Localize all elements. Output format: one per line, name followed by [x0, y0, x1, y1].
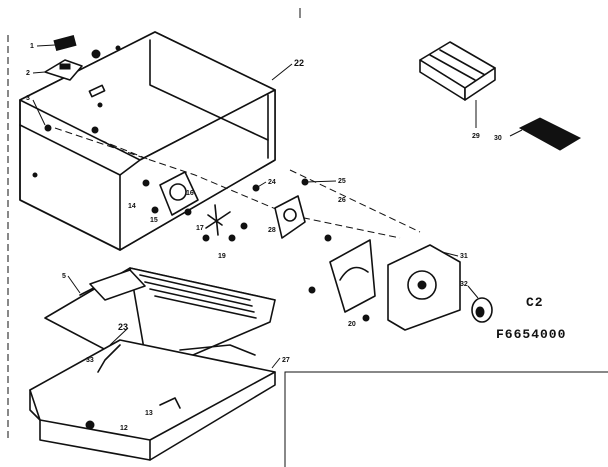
- callout-14: 14: [128, 203, 136, 210]
- callout-22: 22: [294, 58, 304, 68]
- section-label: C2: [526, 295, 544, 310]
- callout-15: 15: [150, 217, 158, 224]
- callout-24: 24: [268, 179, 276, 186]
- cabinet-housing: [19, 31, 276, 251]
- part-13-clip: [159, 397, 181, 409]
- callout-5: 5: [62, 273, 66, 280]
- callout-23: 23: [118, 322, 128, 332]
- cabinet-dash-line-3: [289, 169, 421, 233]
- part-16-fan-housing: [159, 171, 199, 216]
- callout-13: 13: [145, 410, 153, 417]
- part-5-base-pan: [44, 267, 276, 373]
- callout-30: 30: [494, 135, 502, 142]
- part-32-knob: [471, 297, 493, 323]
- callout-32: 32: [460, 281, 468, 288]
- callout-19: 19: [218, 253, 226, 260]
- callout-28: 28: [268, 227, 276, 234]
- part-30-filter: [518, 117, 582, 151]
- part-26-fan-shroud: [329, 239, 376, 313]
- part-33-tray: [29, 339, 276, 461]
- callout-33: 33: [86, 357, 94, 364]
- part-31-motor: [387, 244, 461, 331]
- diagram-code: F6654000: [496, 327, 566, 342]
- frame-inset-line: [284, 371, 608, 467]
- part-19-fan-blade: [205, 204, 231, 236]
- callout-20: 20: [348, 321, 356, 328]
- callout-26: 26: [338, 197, 346, 204]
- callout-25: 25: [338, 178, 346, 185]
- part-28-motor-bracket: [274, 195, 306, 239]
- callout-16: 16: [186, 190, 194, 197]
- callout-31: 31: [460, 253, 468, 260]
- part-12-drain-plug: [85, 420, 95, 430]
- leader-lines: [32, 44, 523, 369]
- callout-1: 1: [30, 43, 34, 50]
- callout-27: 27: [282, 357, 290, 364]
- screw-set: [142, 178, 370, 322]
- screw-icon: [91, 45, 121, 59]
- callout-3: 3: [26, 95, 30, 102]
- cabinet-dash-line-2: [99, 139, 151, 161]
- part-1-bracket: [53, 34, 77, 52]
- cabinet-dash-line: [54, 127, 401, 239]
- callout-12: 12: [120, 425, 128, 432]
- callout-17: 17: [196, 225, 204, 232]
- callout-29: 29: [472, 133, 480, 140]
- callout-2: 2: [26, 70, 30, 77]
- part-2-clip: [44, 59, 83, 81]
- part-29-grille: [419, 41, 496, 101]
